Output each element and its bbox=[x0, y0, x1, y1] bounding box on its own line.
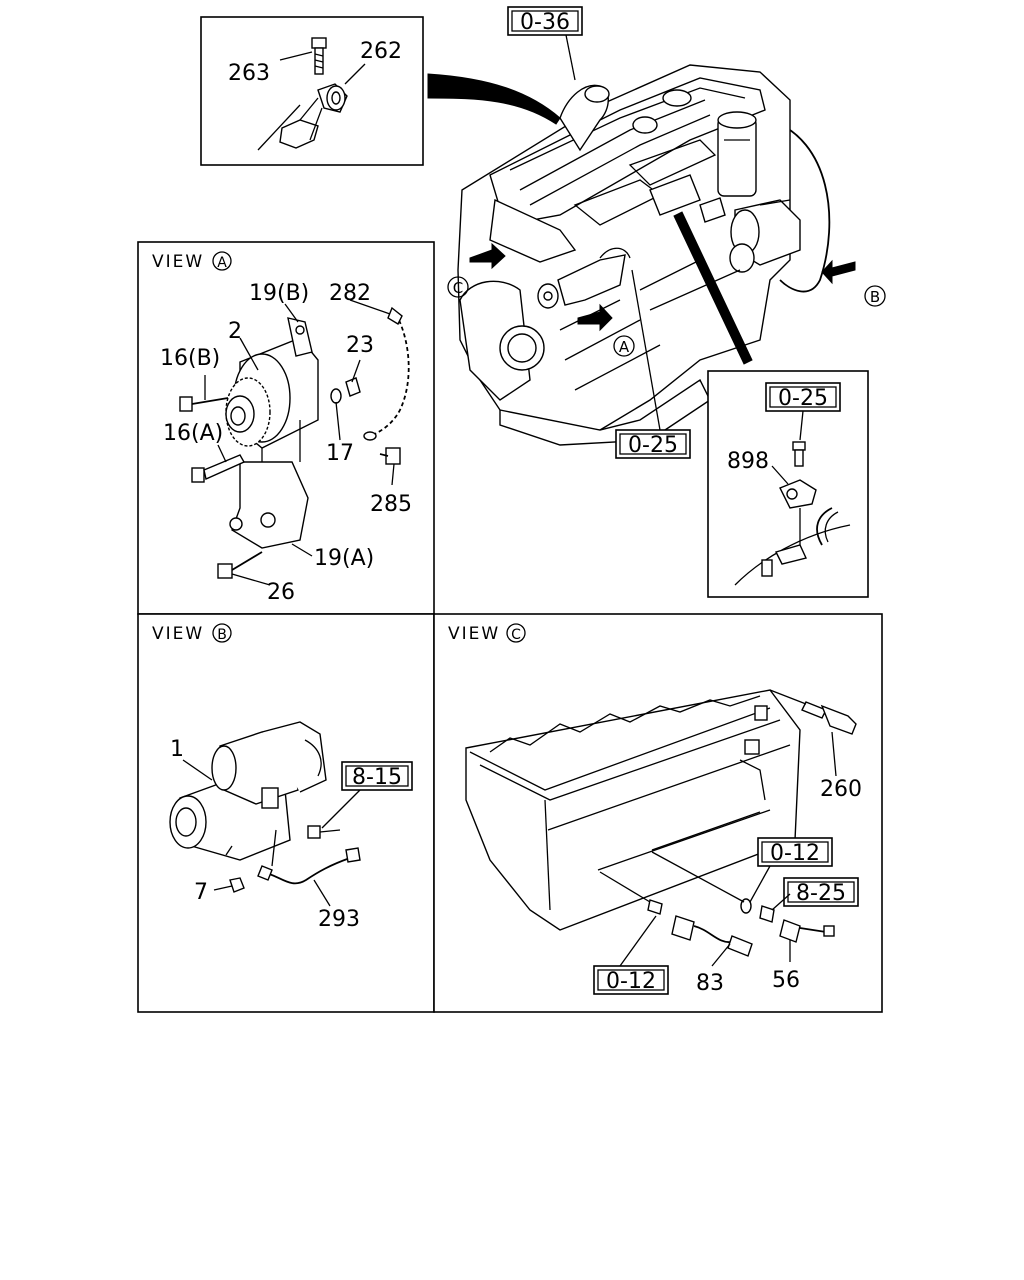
label-2: 2 bbox=[228, 319, 242, 344]
ref-box-0-25-main: 0-25 bbox=[615, 269, 691, 459]
svg-text:0-12: 0-12 bbox=[606, 969, 656, 994]
label-83: 83 bbox=[696, 971, 724, 996]
arrow-b-icon bbox=[821, 259, 856, 285]
label-23: 23 bbox=[346, 333, 374, 358]
bolt-26-icon bbox=[217, 551, 263, 579]
label-282: 282 bbox=[329, 281, 371, 306]
label-293: 293 bbox=[318, 907, 360, 932]
ref-box-8-25: 8-25 bbox=[771, 877, 859, 911]
label-260: 260 bbox=[820, 777, 862, 802]
leader-arrow-icon bbox=[427, 73, 561, 125]
cable-293-icon bbox=[261, 857, 351, 885]
engine-assembly bbox=[457, 64, 831, 446]
label-26: 26 bbox=[267, 580, 295, 605]
label-285: 285 bbox=[370, 492, 412, 517]
starter-motor-view-b-icon bbox=[169, 721, 327, 861]
label-17: 17 bbox=[326, 441, 354, 466]
sensor-260-icon bbox=[769, 689, 857, 735]
washer-17-icon bbox=[330, 388, 342, 404]
ref-0-25-inset: 0-25 bbox=[778, 386, 828, 411]
svg-text:0-36: 0-36 bbox=[520, 10, 570, 35]
bolt-285-icon bbox=[379, 447, 401, 465]
bolt-263-icon bbox=[311, 37, 327, 75]
label-7: 7 bbox=[194, 880, 208, 905]
svg-text:A: A bbox=[217, 255, 227, 271]
clip-262-icon bbox=[317, 83, 348, 113]
svg-text:VIEW: VIEW bbox=[152, 624, 204, 644]
svg-text:8-15: 8-15 bbox=[352, 765, 402, 790]
label-19b: 19(B) bbox=[249, 281, 309, 306]
inset-top: 263 262 bbox=[200, 16, 424, 166]
harness-282-icon bbox=[369, 313, 410, 437]
svg-text:0-25: 0-25 bbox=[628, 433, 678, 458]
view-a-title: VIEW A bbox=[152, 251, 232, 272]
label-1: 1 bbox=[170, 737, 184, 762]
svg-text:8-25: 8-25 bbox=[796, 881, 846, 906]
svg-text:C: C bbox=[453, 279, 463, 297]
ref-box-0-12-upper: 0-12 bbox=[749, 837, 833, 903]
label-56: 56 bbox=[772, 968, 800, 993]
svg-text:C: C bbox=[511, 627, 521, 643]
bolt-16a-icon bbox=[191, 454, 245, 483]
label-16b: 16(B) bbox=[160, 346, 220, 371]
starter-motor-icon bbox=[729, 199, 801, 273]
svg-text:A: A bbox=[619, 338, 630, 356]
view-b-title: VIEW B bbox=[152, 623, 232, 644]
svg-text:VIEW: VIEW bbox=[448, 624, 500, 644]
label-16a: 16(A) bbox=[163, 421, 223, 446]
nut-7-icon bbox=[229, 877, 245, 893]
bolt-16b-icon bbox=[179, 396, 229, 412]
callout-b: B bbox=[864, 285, 886, 307]
arrow-c-icon bbox=[469, 242, 506, 270]
svg-text:B: B bbox=[870, 288, 880, 306]
arrow-a-icon bbox=[577, 303, 613, 332]
ref-box-0-12-lower: 0-12 bbox=[593, 915, 669, 995]
label-898: 898 bbox=[727, 449, 769, 474]
label-19a: 19(A) bbox=[314, 546, 374, 571]
inset-right: 0-25 898 bbox=[707, 370, 869, 598]
callout-a: A bbox=[613, 335, 635, 357]
svg-text:0-12: 0-12 bbox=[770, 841, 820, 866]
callout-c: C bbox=[447, 276, 469, 298]
view-c-title: VIEW C bbox=[448, 623, 526, 644]
label-262: 262 bbox=[360, 39, 402, 64]
cylinder-block-icon bbox=[465, 689, 801, 931]
sensor-56-icon bbox=[740, 898, 835, 943]
ref-box-0-36: 0-36 bbox=[507, 6, 583, 81]
label-263: 263 bbox=[228, 61, 270, 86]
ref-box-8-15: 8-15 bbox=[321, 761, 413, 829]
svg-text:B: B bbox=[217, 627, 227, 643]
alternator-icon bbox=[225, 317, 319, 549]
svg-text:VIEW: VIEW bbox=[152, 252, 204, 272]
